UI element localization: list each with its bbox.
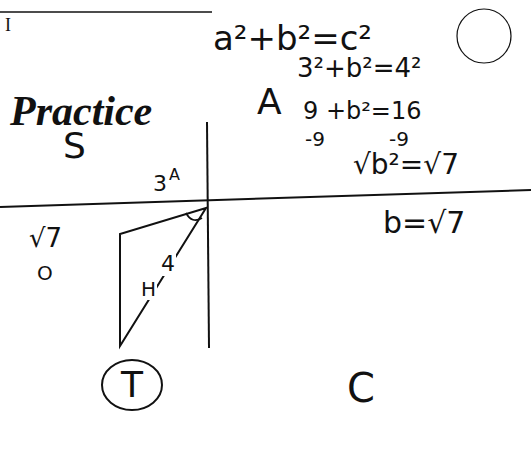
answer-letter: T <box>121 365 143 405</box>
handwritten-note: 3 <box>152 172 168 196</box>
angle-arc <box>186 213 202 220</box>
handwritten-note: 3²+b²=4² <box>296 54 422 83</box>
handwritten-note: S <box>62 126 87 166</box>
circled-answer: T <box>100 358 164 412</box>
handwritten-note: A <box>168 166 181 184</box>
right-triangle <box>120 208 206 346</box>
horizontal-axis-line <box>0 190 531 207</box>
handwritten-note: C <box>346 366 376 410</box>
handwritten-note: a²+b²=c² <box>212 20 373 57</box>
handwritten-note: -9 <box>388 128 410 150</box>
blank-circle <box>457 9 511 63</box>
handwritten-note: O <box>36 262 54 284</box>
handwritten-note: 4 <box>160 252 176 276</box>
handwritten-note: √b²=√7 <box>352 150 460 181</box>
vertical-axis-line <box>207 122 209 348</box>
handwritten-note: 9 +b²=16 <box>302 98 423 124</box>
handwritten-note: I <box>4 16 12 36</box>
handwritten-note: A <box>256 82 283 122</box>
header-rule <box>0 11 212 13</box>
handwritten-note: b=√7 <box>382 206 466 239</box>
handwritten-note: H <box>140 278 157 300</box>
handwritten-note: -9 <box>304 128 326 150</box>
handwritten-note: √7 <box>28 224 63 253</box>
